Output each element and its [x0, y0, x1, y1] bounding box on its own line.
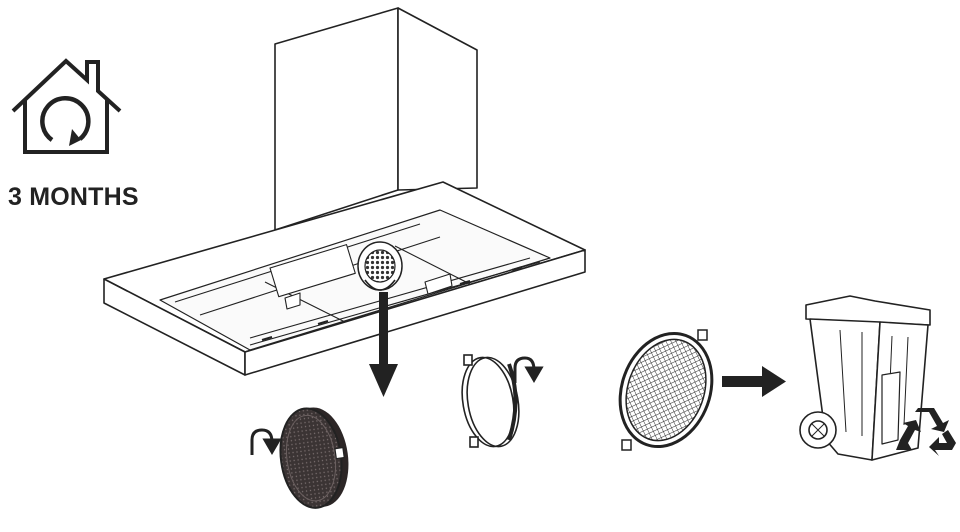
- filter-frame: [461, 354, 520, 448]
- recycle-icon: [896, 408, 956, 456]
- range-hood: [103, 7, 586, 376]
- down-arrow-icon: [369, 292, 398, 397]
- carbon-filter: [279, 407, 349, 509]
- interval-label: 3 MONTHS: [8, 183, 139, 211]
- grease-filter: [618, 329, 714, 451]
- right-arrow-icon: [722, 366, 786, 397]
- rotate-arrow-icon: [513, 356, 544, 383]
- waste-bin: [799, 295, 931, 461]
- rotate-arrow-icon: [250, 428, 282, 455]
- house-refresh-icon: [11, 58, 122, 154]
